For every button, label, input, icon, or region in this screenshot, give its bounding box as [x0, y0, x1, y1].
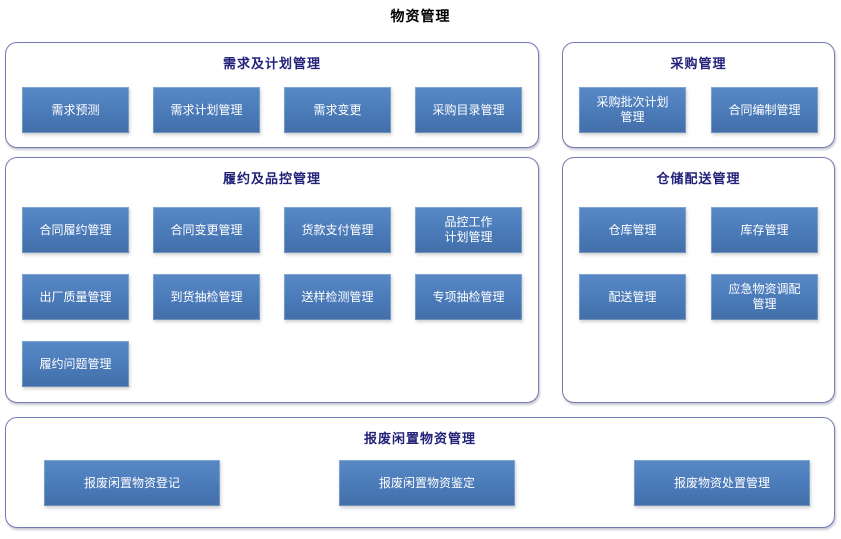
button-scrap-idle-appraisal[interactable]: 报废闲置物资鉴定 [339, 460, 515, 506]
button-sample-testing-management[interactable]: 送样检测管理 [284, 274, 391, 320]
button-scrap-idle-registration[interactable]: 报废闲置物资登记 [44, 460, 220, 506]
page-title: 物资管理 [390, 8, 451, 24]
section-performance-qc-title: 履约及品控管理 [222, 171, 321, 186]
section-warehouse-delivery-row-1: 仓库管理 库存管理 [563, 207, 834, 253]
section-performance-qc-row-2: 出厂质量管理 到货抽检管理 送样检测管理 专项抽检管理 [6, 274, 538, 320]
section-procurement: 采购管理 采购批次计划 管理 合同编制管理 [562, 42, 835, 148]
section-procurement-title: 采购管理 [670, 56, 727, 71]
section-scrap-idle-row: 报废闲置物资登记 报废闲置物资鉴定 报废物资处置管理 [6, 460, 834, 506]
button-inventory-management[interactable]: 库存管理 [711, 207, 818, 253]
section-warehouse-delivery: 仓储配送管理 仓库管理 库存管理 配送管理 应急物资调配 管理 [562, 157, 835, 403]
button-demand-plan-management[interactable]: 需求计划管理 [153, 87, 260, 133]
section-procurement-row: 采购批次计划 管理 合同编制管理 [563, 87, 834, 133]
button-delivery-management[interactable]: 配送管理 [579, 274, 686, 320]
button-arrival-sampling-management[interactable]: 到货抽检管理 [153, 274, 260, 320]
section-warehouse-delivery-row-2: 配送管理 应急物资调配 管理 [563, 274, 834, 320]
button-factory-quality-management[interactable]: 出厂质量管理 [22, 274, 129, 320]
button-emergency-material-allocation-management[interactable]: 应急物资调配 管理 [711, 274, 818, 320]
section-performance-qc-row-3: 履约问题管理 [6, 341, 538, 387]
section-warehouse-delivery-title: 仓储配送管理 [656, 171, 741, 186]
button-procurement-catalog-management[interactable]: 采购目录管理 [415, 87, 522, 133]
button-contract-change-management[interactable]: 合同变更管理 [153, 207, 260, 253]
button-demand-change[interactable]: 需求变更 [284, 87, 391, 133]
section-performance-qc: 履约及品控管理 合同履约管理 合同变更管理 货款支付管理 品控工作 计划管理 出… [5, 157, 539, 403]
section-demand-plan-title: 需求及计划管理 [222, 56, 321, 71]
button-procurement-batch-plan-management[interactable]: 采购批次计划 管理 [579, 87, 686, 133]
button-special-sampling-management[interactable]: 专项抽检管理 [415, 274, 522, 320]
section-scrap-idle-title: 报废闲置物资管理 [363, 431, 476, 446]
button-performance-issue-management[interactable]: 履约问题管理 [22, 341, 129, 387]
button-contract-compilation-management[interactable]: 合同编制管理 [711, 87, 818, 133]
section-scrap-idle: 报废闲置物资管理 报废闲置物资登记 报废闲置物资鉴定 报废物资处置管理 [5, 417, 835, 528]
section-performance-qc-row-1: 合同履约管理 合同变更管理 货款支付管理 品控工作 计划管理 [6, 207, 538, 253]
button-scrap-disposal-management[interactable]: 报废物资处置管理 [634, 460, 810, 506]
button-payment-management[interactable]: 货款支付管理 [284, 207, 391, 253]
button-warehouse-management[interactable]: 仓库管理 [579, 207, 686, 253]
section-demand-plan: 需求及计划管理 需求预测 需求计划管理 需求变更 采购目录管理 [5, 42, 539, 148]
button-qc-work-plan-management[interactable]: 品控工作 计划管理 [415, 207, 522, 253]
section-demand-plan-row: 需求预测 需求计划管理 需求变更 采购目录管理 [6, 87, 538, 133]
button-demand-forecast[interactable]: 需求预测 [22, 87, 129, 133]
button-contract-performance-management[interactable]: 合同履约管理 [22, 207, 129, 253]
